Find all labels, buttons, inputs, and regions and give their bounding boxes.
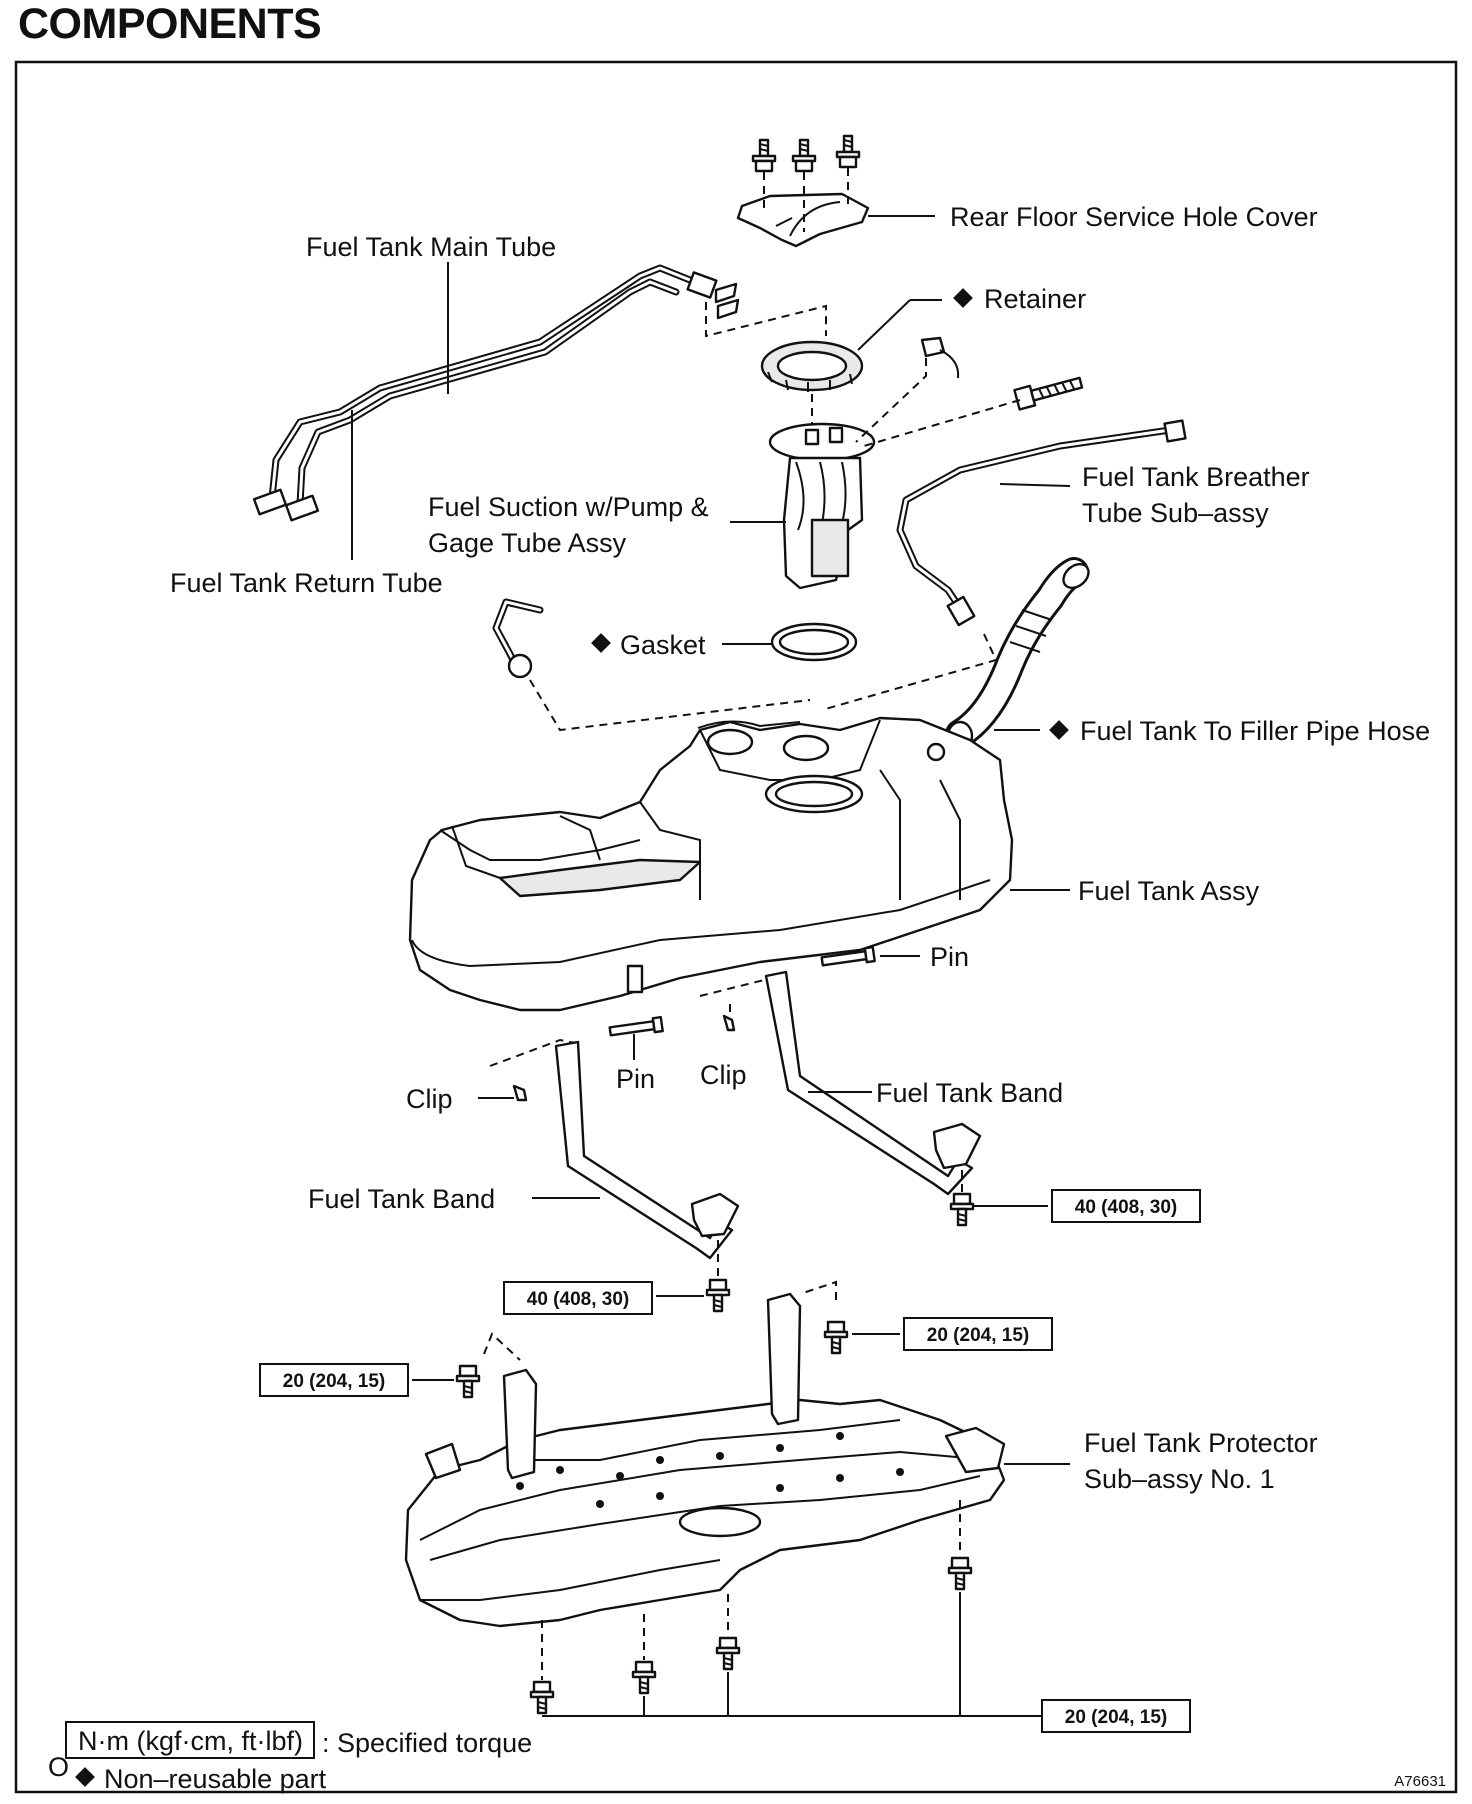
label-band-right: Fuel Tank Band — [876, 1078, 1063, 1108]
label-clip-mid: Clip — [700, 1060, 747, 1090]
label-breather-line2: Tube Sub–assy — [1082, 498, 1269, 528]
retainer-part — [760, 288, 973, 428]
label-protector-line2: Sub–assy No. 1 — [1084, 1464, 1275, 1494]
filler-pipe-hose-part — [821, 557, 1090, 752]
label-pin-right: Pin — [930, 942, 969, 972]
figure-id: A76631 — [1394, 1773, 1446, 1790]
label-band-left: Fuel Tank Band — [308, 1184, 495, 1214]
legend: N·m (kgf·cm, ft·lbf) : Specified torque … — [48, 1721, 532, 1794]
fuel-tank-tubes-part — [252, 262, 827, 560]
rear-floor-cover-part — [736, 134, 935, 248]
label-clip-left: Clip — [406, 1084, 453, 1114]
fuel-tank-assy-part — [408, 716, 1070, 1012]
fuel-tank-band-left-part — [532, 1040, 740, 1313]
torque-box-protector-top-left: 20 (204, 15) — [259, 1363, 409, 1397]
diagram-frame — [14, 60, 1458, 1794]
fuel-tank-protector-part — [404, 1280, 1070, 1717]
label-breather-line1: Fuel Tank Breather — [1082, 462, 1310, 492]
page-title: COMPONENTS — [18, 0, 322, 48]
torque-box-protector-top-right: 20 (204, 15) — [903, 1317, 1053, 1351]
legend-nonreusable-text: Non–reusable part — [104, 1764, 327, 1794]
torque-box-band-right: 40 (408, 30) — [1051, 1189, 1201, 1223]
label-return-tube: Fuel Tank Return Tube — [170, 568, 443, 598]
label-suction-line2: Gage Tube Assy — [428, 528, 627, 558]
svg-text:40 (408, 30): 40 (408, 30) — [1075, 1197, 1177, 1218]
legend-torque-unit: N·m (kgf·cm, ft·lbf) — [78, 1726, 303, 1756]
label-tank-assy: Fuel Tank Assy — [1078, 876, 1260, 906]
pins-clips-part — [478, 945, 920, 1102]
legend-marker: O — [48, 1752, 69, 1782]
label-filler-hose: Fuel Tank To Filler Pipe Hose — [1080, 716, 1430, 746]
gasket-part — [591, 622, 858, 662]
tube-joint-part — [492, 598, 811, 732]
label-suction-line1: Fuel Suction w/Pump & — [428, 492, 709, 522]
fuel-suction-pump-part — [730, 336, 1084, 590]
svg-text:20 (204, 15): 20 (204, 15) — [283, 1371, 385, 1392]
legend-torque-text: : Specified torque — [322, 1728, 532, 1758]
torque-box-protector-bottom: 20 (204, 15) — [1041, 1699, 1191, 1733]
label-rear-floor-cover: Rear Floor Service Hole Cover — [950, 202, 1318, 232]
svg-text:20 (204, 15): 20 (204, 15) — [1065, 1707, 1167, 1728]
label-protector-line1: Fuel Tank Protector — [1084, 1428, 1318, 1458]
label-retainer: Retainer — [984, 284, 1086, 314]
svg-text:40 (408, 30): 40 (408, 30) — [527, 1289, 629, 1310]
label-main-tube: Fuel Tank Main Tube — [306, 232, 556, 262]
label-pin-left: Pin — [616, 1064, 655, 1094]
svg-text:20 (204, 15): 20 (204, 15) — [927, 1325, 1029, 1346]
torque-box-band-left: 40 (408, 30) — [503, 1281, 653, 1315]
breather-tube-part — [896, 419, 1187, 627]
label-gasket: Gasket — [620, 630, 706, 660]
fuel-tank-band-right-part — [764, 970, 1048, 1227]
